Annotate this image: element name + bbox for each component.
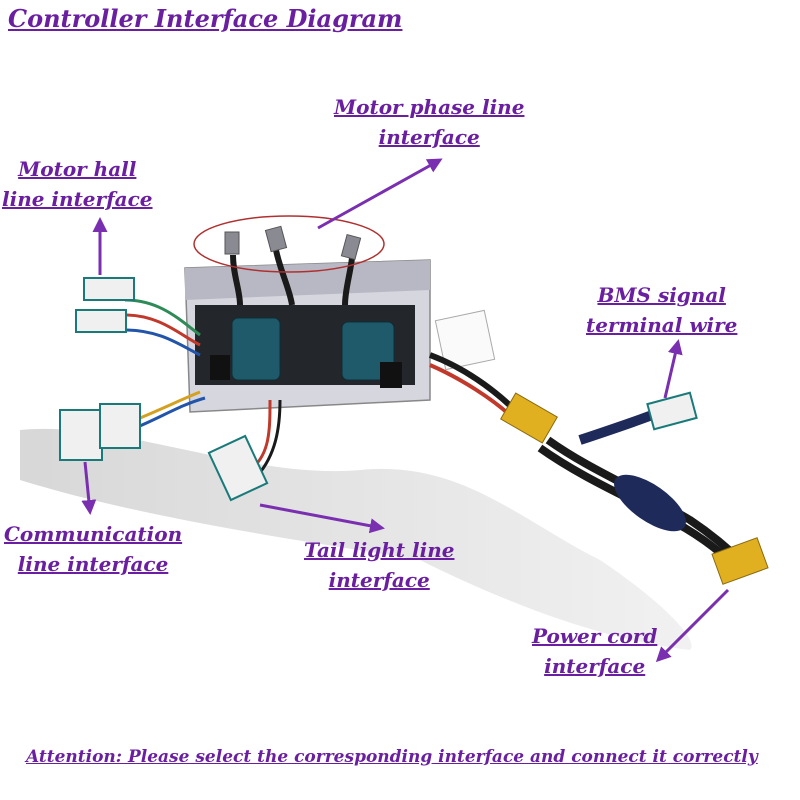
controller-body (184, 259, 496, 413)
arrow-bms (663, 339, 683, 399)
bms-signal-wire (578, 391, 698, 445)
power-cable (428, 352, 769, 585)
capacitor-left (231, 317, 281, 381)
ferrite-choke (614, 474, 686, 532)
phase-highlight-ellipse (193, 215, 385, 273)
attention-note: Attention: Please select the correspondi… (26, 747, 758, 767)
controller-sticker (434, 309, 496, 371)
arrow-communication (81, 461, 97, 515)
arrow-motor-phase (317, 158, 443, 230)
label-tail-light: Tail light line interface (304, 538, 455, 592)
arrow-tail-light (259, 503, 385, 534)
label-motor-hall: Motor hall line interface (2, 157, 153, 211)
xt-connector-upper (500, 392, 558, 444)
tail-light-connector (207, 399, 282, 502)
hall-connectors (75, 277, 201, 357)
callout-arrows (81, 158, 730, 663)
diagram-title: Controller Interface Diagram (8, 4, 403, 33)
label-power-cord: Power cord interface (532, 624, 658, 678)
xt-connector-lower (711, 537, 769, 585)
label-bms-signal: BMS signal terminal wire (586, 283, 738, 337)
drop-shadow (20, 428, 692, 650)
arrow-power (655, 588, 730, 663)
label-motor-phase: Motor phase line interface (334, 95, 525, 149)
label-communication: Communication line interface (4, 522, 183, 576)
communication-connectors (59, 390, 206, 461)
phase-terminals (224, 225, 362, 306)
